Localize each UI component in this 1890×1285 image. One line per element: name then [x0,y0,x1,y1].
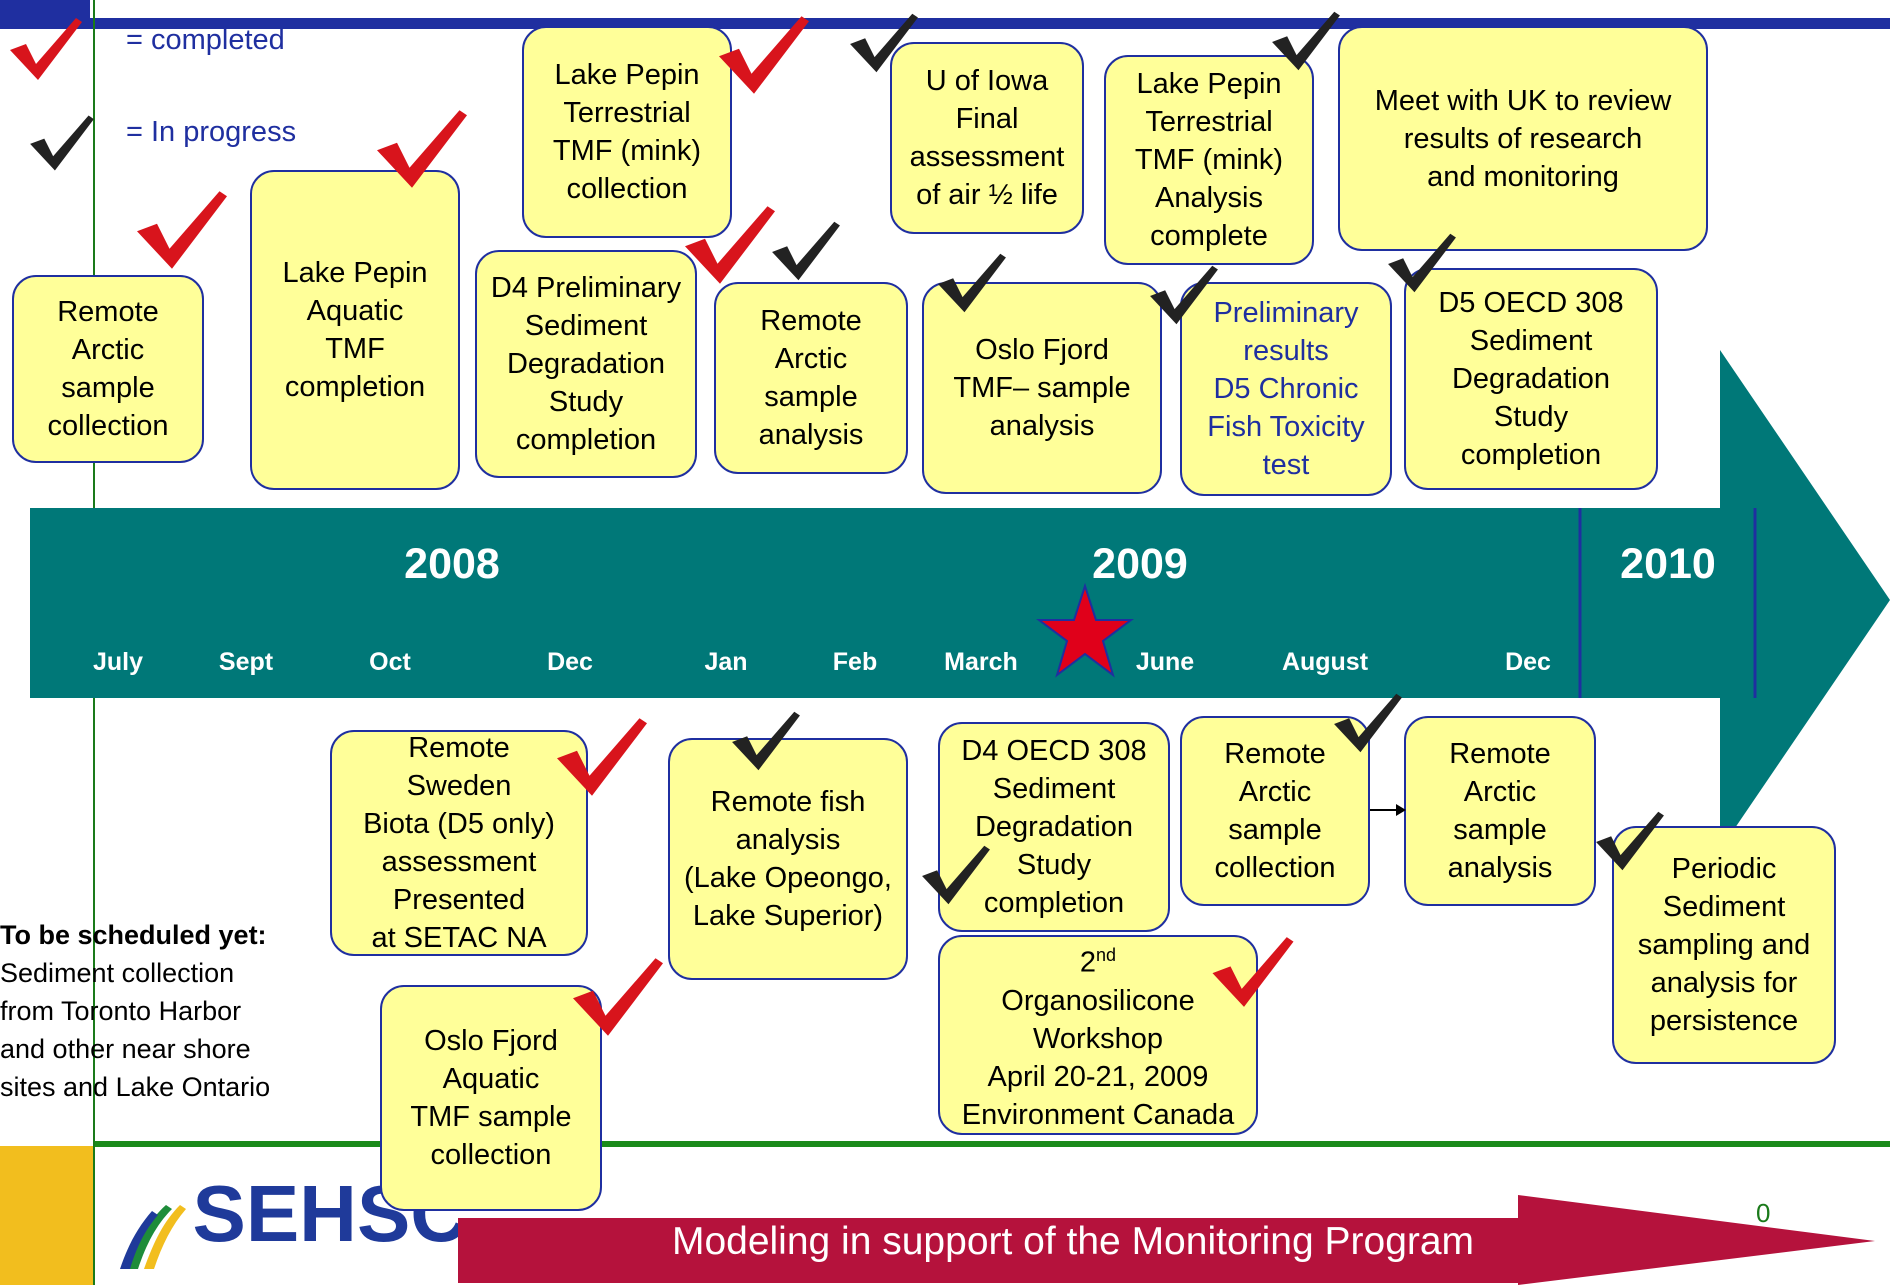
black-checkmark-icon [1272,11,1340,71]
month-label: July [93,648,143,676]
black-checkmark-icon [1334,693,1402,753]
month-label: Jan [704,648,747,676]
year-label-2008: 2008 [404,540,500,588]
red-checkmark-icon [719,16,809,94]
month-label: Sept [219,648,274,676]
red-checkmark-icon [557,718,647,796]
to-be-scheduled-note: To be scheduled yet: Sediment collection… [0,920,271,1102]
footer-arrow-label: Modeling in support of the Monitoring Pr… [671,1220,1475,1263]
logo-swoosh-icon [120,1204,186,1269]
black-checkmark-icon [850,13,918,73]
red-checkmark-icon [137,191,227,269]
corner-block [0,0,90,22]
black-checkmark-icon [732,711,800,771]
footer-gold-block [0,1146,93,1285]
footer-rule [93,1141,1890,1147]
legend-in-progress-label: = In progress [126,116,297,148]
red-checkmark-icon [10,18,82,80]
year-label-2010: 2010 [1620,540,1716,588]
month-label: March [944,648,1018,676]
page-number: 0 [1756,1198,1771,1228]
month-label: June [1136,648,1194,676]
black-checkmark-icon [1150,265,1218,325]
month-label: Dec [547,648,593,676]
black-checkmark-icon [30,115,94,171]
red-star-icon [1036,582,1134,678]
black-checkmark-icon [1596,811,1664,871]
month-label: Feb [833,648,877,676]
red-checkmark-icon [377,110,467,188]
red-checkmark-icon [1212,937,1294,1007]
month-label: Dec [1505,648,1551,676]
legend-completed-label: = completed [126,24,285,56]
black-checkmark-icon [772,221,840,281]
red-checkmark-icon [685,206,775,284]
black-checkmark-icon [938,253,1006,313]
month-label: August [1282,648,1369,676]
red-checkmark-icon [573,958,663,1036]
black-checkmark-icon [922,845,990,905]
black-checkmark-icon [1388,233,1456,293]
top-bar [0,18,1890,29]
connector-arrow [1370,804,1406,816]
month-label: Oct [369,648,411,676]
year-label-2009: 2009 [1092,540,1188,588]
